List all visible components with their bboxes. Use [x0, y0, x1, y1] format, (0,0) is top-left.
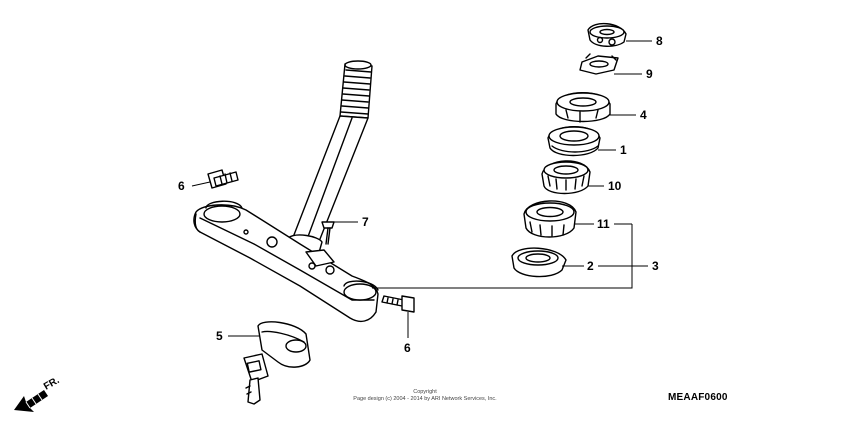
- bearing-part-10[interactable]: [541, 160, 591, 195]
- stem-thread: [339, 60, 373, 119]
- diagram-code: MEAAF0600: [668, 392, 728, 403]
- callout-6-lower[interactable]: 6: [404, 341, 411, 355]
- right-fork-bore: [343, 283, 377, 301]
- callout-6-upper[interactable]: 6: [178, 179, 185, 193]
- steering-stem[interactable]: [193, 60, 379, 323]
- bolt-part-6-lower[interactable]: [381, 295, 415, 313]
- copyright-heading: Copyright: [413, 389, 437, 395]
- adjusting-nut-part-4[interactable]: [555, 92, 611, 123]
- stem-nut-part-8[interactable]: [587, 23, 627, 47]
- callout-7[interactable]: 7: [362, 215, 369, 229]
- callout-2[interactable]: 2: [587, 259, 594, 273]
- callout-labels: 8 9 4 1 10 11 2 3 6 7 6 5: [178, 34, 663, 355]
- upper-race-part-1[interactable]: [547, 126, 601, 157]
- callout-1[interactable]: 1: [620, 143, 627, 157]
- dust-seal-part-2[interactable]: [511, 247, 567, 278]
- lock-washer-part-9[interactable]: [579, 53, 619, 75]
- left-fork-bore: [203, 205, 241, 223]
- callout-10[interactable]: 10: [608, 179, 622, 193]
- callout-8[interactable]: 8: [656, 34, 663, 48]
- callout-9[interactable]: 9: [646, 67, 653, 81]
- callout-4[interactable]: 4: [640, 108, 647, 122]
- bolt-part-6-upper[interactable]: [207, 169, 239, 189]
- callout-3[interactable]: 3: [652, 259, 659, 273]
- copyright-line: Page design (c) 2004 - 2014 by ARI Netwo…: [353, 396, 497, 402]
- steering-lock-part-5[interactable]: [243, 321, 311, 405]
- callout-11[interactable]: 11: [597, 217, 610, 231]
- screw-part-7[interactable]: [321, 221, 335, 245]
- callout-5[interactable]: 5: [216, 329, 223, 343]
- lower-bearing-part-11[interactable]: [523, 200, 577, 238]
